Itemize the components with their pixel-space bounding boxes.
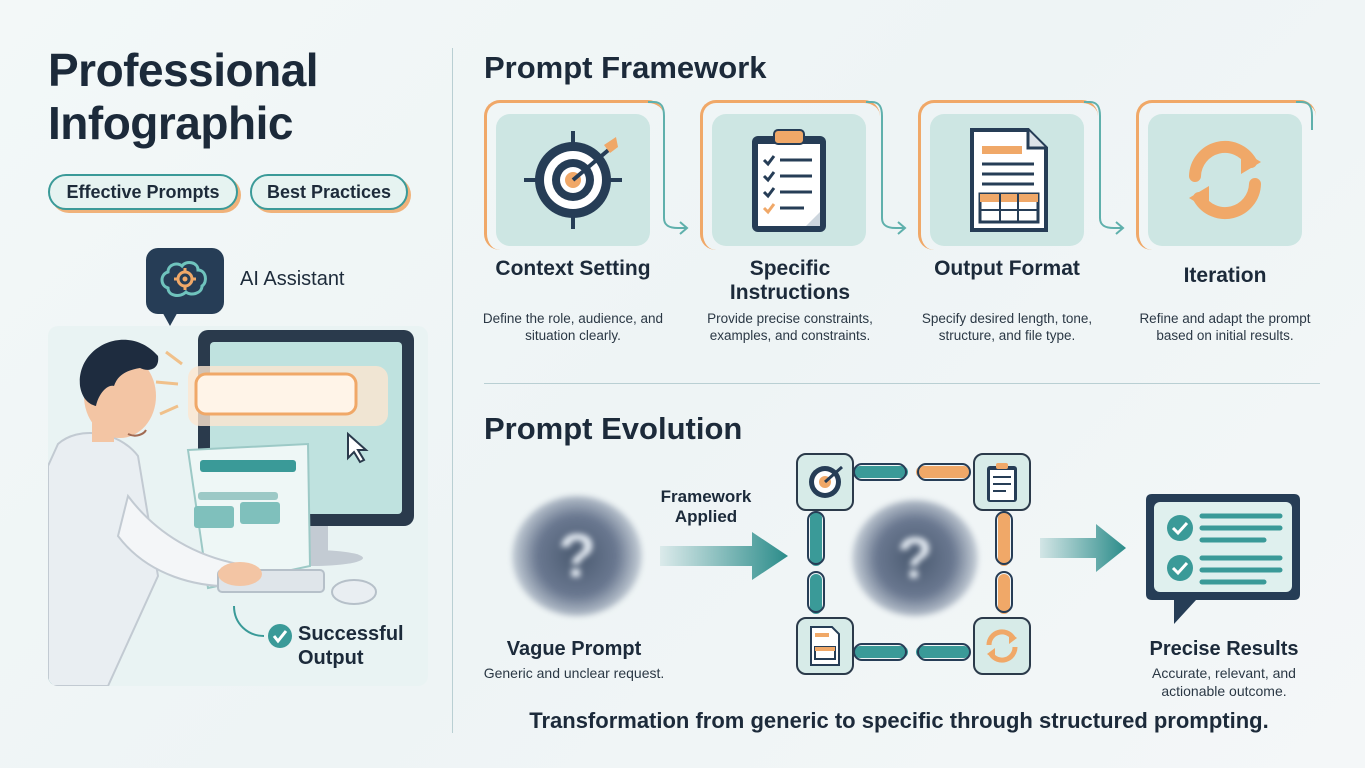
clipboard-checklist-icon	[987, 463, 1017, 502]
instructions-frame	[700, 100, 880, 250]
vertical-divider	[452, 48, 453, 733]
instructions-title: Specific Instructions	[729, 257, 851, 305]
refresh-icon	[986, 629, 1018, 663]
framework-arrow	[660, 532, 788, 580]
page-title: Professional Infographic	[48, 44, 319, 149]
clipboard-checklist-icon	[752, 129, 826, 232]
assistant-bubble	[146, 248, 224, 314]
context-card	[496, 114, 650, 246]
instructions-card	[712, 114, 866, 246]
format-title: Output Format	[934, 257, 1080, 280]
chain-clipboard-card	[973, 453, 1031, 511]
format-desc: Specify desired length, tone, structure,…	[921, 311, 1093, 343]
tag-effective-prompts: Effective Prompts	[48, 174, 238, 210]
document-table-icon	[810, 626, 840, 666]
iteration-title: Iteration	[1183, 264, 1267, 287]
connector-arrow-2	[866, 101, 907, 235]
refresh-icon	[1189, 140, 1261, 220]
inner-question-icon: ?	[852, 500, 978, 616]
iteration-frame	[1136, 100, 1316, 250]
chain-target-card	[796, 453, 854, 511]
framework-chain-loop	[807, 463, 1013, 661]
target-icon	[524, 131, 622, 229]
document-table-icon	[970, 128, 1048, 232]
results-arrow	[1040, 524, 1126, 572]
precise-desc: Accurate, relevant, and actionable outco…	[1152, 665, 1296, 699]
framework-title: Prompt Framework	[484, 50, 767, 85]
horizontal-divider	[484, 383, 1320, 384]
format-card	[930, 114, 1084, 246]
precise-title: Precise Results	[1149, 638, 1299, 660]
context-frame	[484, 100, 664, 250]
successful-output-label: Successful Output	[298, 623, 404, 669]
context-title: Context Setting	[495, 257, 651, 280]
vague-question-icon: ?	[512, 496, 642, 616]
tag-best-practices: Best Practices	[250, 174, 408, 210]
iteration-card	[1148, 114, 1302, 246]
instructions-desc: Provide precise constraints, examples, a…	[707, 311, 873, 343]
assistant-bubble-tail	[160, 308, 180, 326]
chain-document-card	[796, 617, 854, 675]
assistant-label: AI Assistant	[240, 268, 345, 290]
bottom-caption: Transformation from generic to specific …	[529, 708, 1269, 733]
precise-results-bubble	[1146, 494, 1300, 624]
format-frame	[918, 100, 1098, 250]
chain-refresh-card	[973, 617, 1031, 675]
iteration-desc: Refine and adapt the prompt based on ini…	[1139, 311, 1311, 343]
evolution-title: Prompt Evolution	[484, 411, 743, 446]
vague-title: Vague Prompt	[506, 638, 642, 660]
framework-applied-label: Framework Applied	[660, 487, 752, 526]
context-desc: Define the role, audience, and situation…	[482, 311, 664, 343]
brain-gear-icon	[160, 261, 207, 297]
frame-end-curve	[1296, 101, 1313, 130]
connector-arrow-1	[648, 101, 689, 235]
connector-arrow-3	[1084, 101, 1125, 235]
vague-desc: Generic and unclear request.	[483, 665, 665, 681]
person-at-computer-illustration	[48, 326, 428, 686]
target-icon	[809, 465, 843, 498]
